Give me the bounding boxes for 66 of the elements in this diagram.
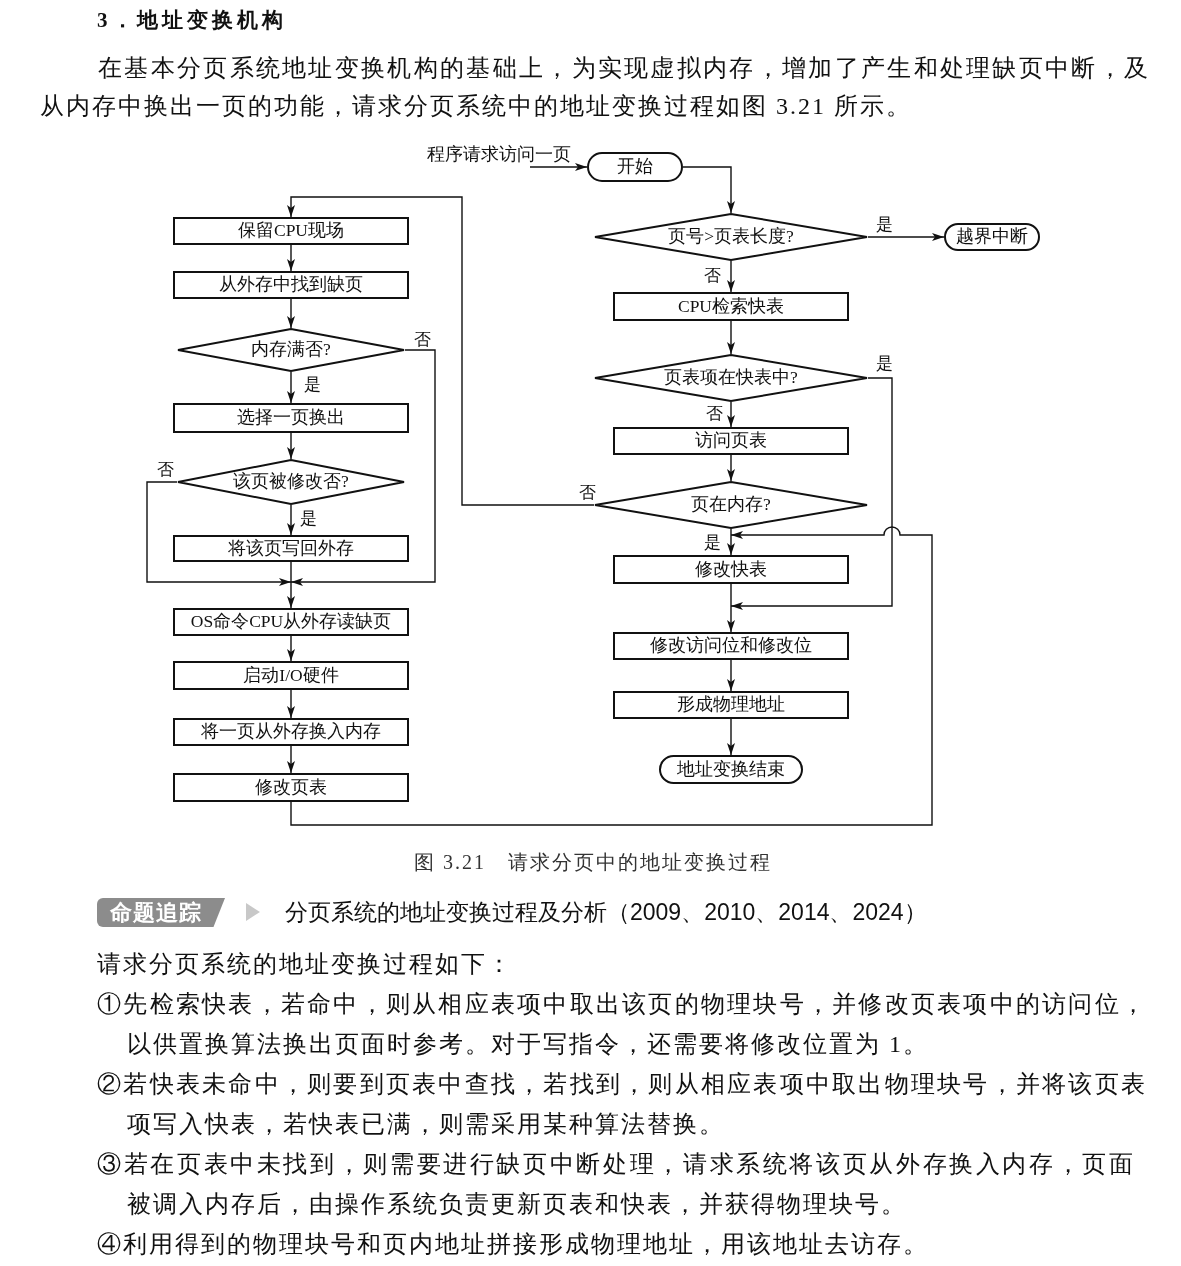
topic-title: 分页系统的地址变换过程及分析（2009、2010、2014、2024） [285,898,927,926]
list-item: ①先检索快表，若命中，则从相应表项中取出该页的物理块号，并修改页表项中的访问位，以供置换算法换出页面时参考。对于写指令，还需要将修改位置为 1。 [97,990,1147,1059]
edge-label: 否 [577,483,597,501]
arrow [287,689,295,719]
arrow [727,583,735,633]
entry-label: 程序请求访问一页 [421,142,577,167]
edge-label: 否 [155,460,175,478]
arrow [727,454,735,482]
arrow [290,526,933,826]
process-box: 访问页表 [613,427,849,455]
section-heading: 3．地址变换机构 [97,7,287,34]
arrow [287,196,595,506]
process-box: OS命令CPU从外存读缺页 [173,608,409,636]
arrow [727,659,735,692]
topic-tag: 命题追踪 [97,898,225,927]
arrow [730,377,893,610]
arrow [287,504,295,536]
arrow [727,320,735,355]
arrow [146,481,292,586]
arrow [287,244,295,272]
edge-label: 是 [874,215,894,233]
terminal-box: 地址变换结束 [659,755,803,784]
arrow [727,528,735,556]
body-paragraph: 在基本分页系统地址变换机构的基础上，为实现虚拟内存，增加了产生和处理缺页中断，及从内存中换出一页的功能，请求分页系统中的地址变换过程如图 3.21 所示。 [40,54,1150,121]
edge-label: 是 [302,375,322,393]
edge-label: 否 [704,404,724,422]
edge-label: 否 [412,330,432,348]
arrow [287,635,295,662]
terminal-box: 越界中断 [944,223,1040,251]
arrow [867,233,945,241]
arrow [287,371,295,404]
decision-diamond: 页号>页表长度? [594,213,868,261]
edge-label: 是 [702,533,722,551]
arrow [682,166,735,214]
list-item: ②若快表未命中，则要到页表中查找，若找到，则从相应表项中取出物理块号，并将该页表项写入快表，若快表已满，则需采用某种算法替换。 [97,1070,1147,1139]
arrow [290,349,436,586]
process-box: 将该页写回外存 [173,535,409,562]
list-intro: 请求分页系统的地址变换过程如下： [97,950,513,979]
edge-label: 是 [298,509,318,527]
decision-diamond: 页表项在快表中? [594,354,868,402]
process-box: 保留CPU现场 [173,217,409,245]
arrow [287,298,295,329]
arrow [529,163,588,171]
list-item: ④利用得到的物理块号和页内地址拼接形成物理地址，用该地址去访存。 [97,1230,930,1259]
process-box: 修改快表 [613,555,849,584]
arrow [287,561,295,609]
arrow [727,718,735,756]
process-box: 形成物理地址 [613,691,849,719]
decision-diamond: 内存满否? [177,328,405,372]
edge-label: 是 [874,354,894,372]
process-box: 修改访问位和修改位 [613,632,849,660]
list-item: ③若在页表中未找到，则需要进行缺页中断处理，请求系统将该页从外存换入内存，页面被调入内存后，由操作系统负责更新页表和快表，并获得物理块号。 [97,1150,1135,1219]
process-box: CPU检索快表 [613,292,849,321]
process-box: 启动I/O硬件 [173,661,409,690]
arrow [727,401,735,428]
edge-label: 否 [702,266,722,284]
arrow [287,745,295,774]
figure-caption: 图 3.21 请求分页中的地址变换过程 [414,850,772,875]
process-box: 将一页从外存换入内存 [173,718,409,746]
arrow [287,432,295,460]
process-box: 修改页表 [173,773,409,802]
terminal-box: 开始 [587,152,683,182]
arrow [727,260,735,293]
process-box: 选择一页换出 [173,403,409,433]
process-box: 从外存中找到缺页 [173,271,409,299]
decision-diamond: 该页被修改否? [177,459,405,505]
